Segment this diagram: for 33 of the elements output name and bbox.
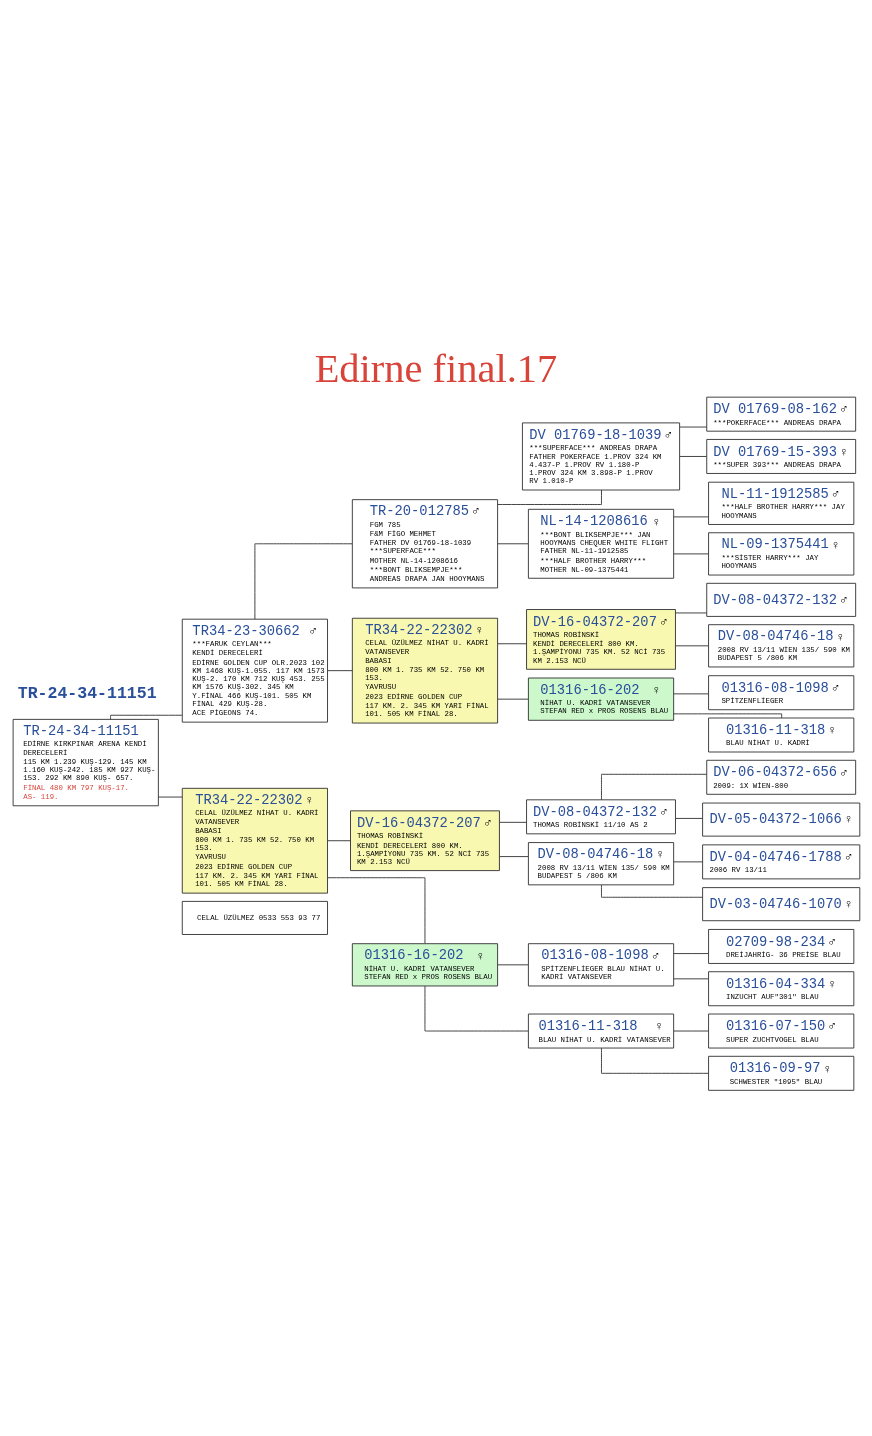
node-box: DV-08-04372-132♂ [706,582,857,617]
connector [601,773,707,801]
connector [675,645,709,647]
connector [327,840,351,842]
connector [497,964,529,966]
connector [499,856,529,858]
diagram-title: Edirne final.17 [314,345,558,391]
connector [499,821,527,823]
connector [675,612,708,614]
connector [110,714,183,720]
label: TR-24-34-11151 [17,683,157,703]
connector [673,693,709,695]
connector [679,456,708,457]
connector [327,670,353,672]
connector [673,516,709,518]
connector [675,818,704,819]
connector [424,985,529,1032]
connector [497,643,527,645]
connector [673,553,709,555]
connector [327,877,426,944]
connector [679,426,708,428]
node-box: DV-03-04746-1070♀ [702,887,861,922]
connector [254,543,353,620]
connector [673,1030,709,1032]
connector [497,543,529,545]
connector [673,861,703,863]
connector [601,884,703,898]
connector [158,796,183,798]
connector [601,1047,709,1074]
node-box: DV-05-04372-1066♀ [702,802,861,837]
connector [497,698,529,700]
connector [673,978,709,980]
connector [673,953,709,955]
